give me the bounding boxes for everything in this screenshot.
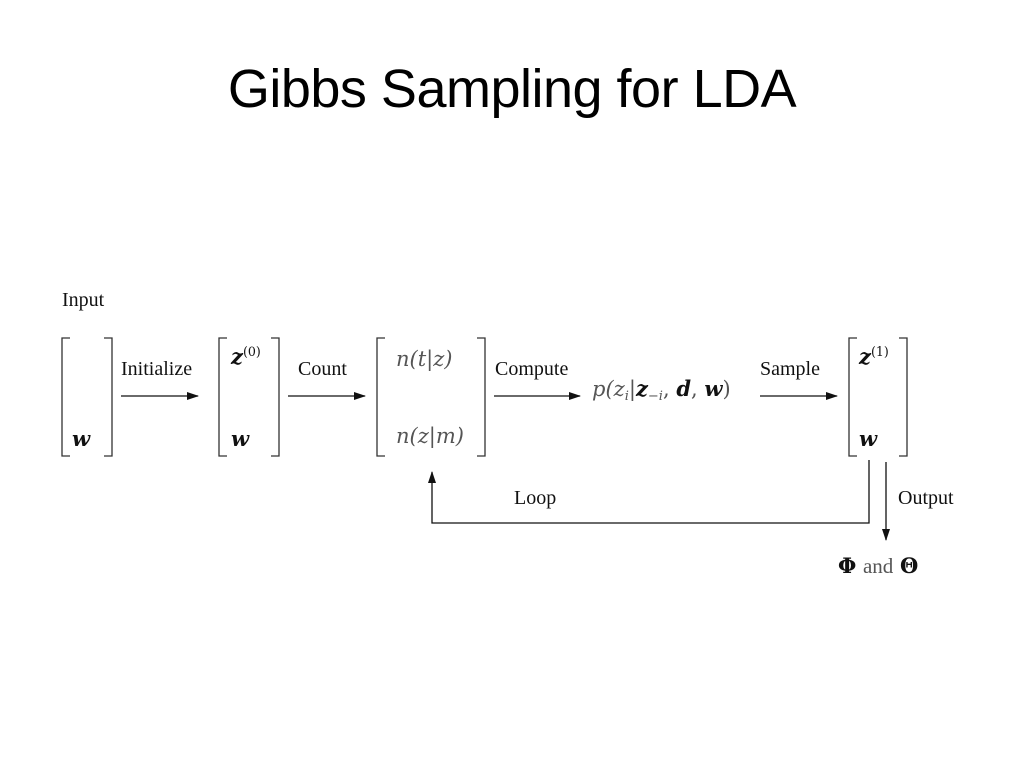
z0-base: z: [231, 344, 243, 369]
sampled-w-symbol: w: [859, 426, 878, 451]
compute-label: Compute: [495, 358, 569, 380]
z1-symbol: z(1): [859, 344, 889, 369]
and-word: and: [862, 554, 894, 578]
counts-bracket: [376, 337, 486, 457]
theta-symbol: Θ: [900, 553, 919, 578]
count-label: Count: [298, 358, 347, 380]
output-label: Output: [898, 487, 954, 509]
z0-symbol: z(0): [231, 344, 261, 369]
slide-title: Gibbs Sampling for LDA: [227, 59, 797, 119]
sample-label: Sample: [760, 358, 820, 380]
output-result: Φ and Θ: [838, 555, 918, 577]
input-w-symbol: w: [72, 426, 91, 451]
initialize-label: Initialize: [121, 358, 193, 380]
initial-state-bracket: [218, 337, 280, 457]
sampled-state-bracket: [848, 337, 908, 457]
doc-topic-count: n(z|m): [396, 424, 464, 448]
initial-w-symbol: w: [231, 426, 250, 451]
posterior-expression: p(zi|z−i, d, w): [592, 376, 731, 404]
topic-word-count: n(t|z): [396, 347, 453, 371]
z1-base: z: [859, 344, 871, 369]
z1-superscript: (1): [870, 344, 889, 359]
phi-symbol: Φ: [838, 553, 857, 578]
loop-arrow: [428, 460, 870, 524]
input-vector-bracket: [61, 337, 113, 457]
z0-superscript: (0): [242, 344, 261, 359]
input-label: Input: [62, 289, 105, 311]
loop-label: Loop: [514, 487, 557, 509]
